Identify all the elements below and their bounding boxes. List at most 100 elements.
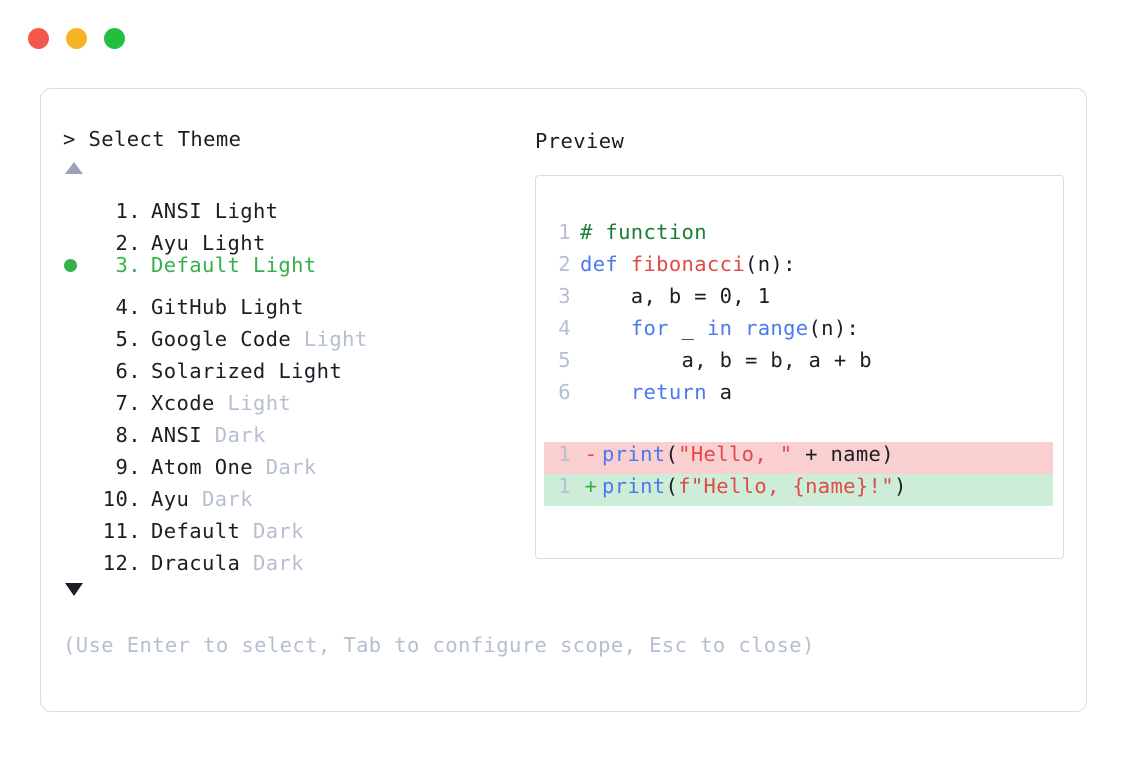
- selected-bullet-icon: [64, 259, 77, 272]
- theme-item-variant: Dark: [252, 518, 304, 543]
- diff-highlight: [544, 442, 1053, 474]
- theme-item-variant: Light: [303, 326, 368, 351]
- theme-item-variant: Dark: [252, 550, 304, 575]
- theme-item-variant: Light: [214, 198, 279, 223]
- theme-item-variant: Light: [252, 253, 317, 277]
- theme-item-spacer: [240, 551, 253, 575]
- theme-list-item[interactable]: 2.Ayu Light: [63, 218, 523, 255]
- theme-item-number: 12.: [102, 550, 141, 575]
- theme-item-spacer: [189, 231, 202, 255]
- code-token: (n):: [745, 252, 796, 276]
- code-token: a, b = b, a + b: [580, 348, 872, 372]
- code-token: def: [580, 252, 631, 276]
- theme-list-item[interactable]: 9. Atom One Dark: [63, 442, 523, 479]
- theme-item-number: 3.: [115, 253, 141, 277]
- theme-item-name: Default: [151, 518, 241, 543]
- code-line-text: return a: [580, 380, 732, 404]
- theme-item-number: 10.: [102, 486, 141, 511]
- code-line-number: 1: [558, 220, 571, 244]
- selection-bullet-cell: [63, 346, 93, 378]
- window-minimize-button[interactable]: [66, 28, 87, 49]
- theme-item-variant: Dark: [201, 486, 253, 511]
- theme-item-name: Solarized: [151, 358, 266, 383]
- window-titlebar: [28, 28, 125, 49]
- theme-item-spacer: [240, 519, 253, 543]
- selection-bullet-cell: [63, 506, 93, 538]
- theme-item-number: 4.: [115, 294, 141, 319]
- window-maximize-button[interactable]: [104, 28, 125, 49]
- code-token: print: [602, 474, 666, 498]
- code-token: print: [602, 442, 666, 466]
- theme-list-item[interactable]: 8.ANSI Dark: [63, 410, 523, 447]
- theme-item-name: ANSI: [151, 198, 202, 223]
- theme-list-item[interactable]: 3.Default Light: [63, 250, 523, 282]
- theme-item-variant: Dark: [265, 454, 317, 479]
- diff-line-number: 1: [558, 474, 571, 498]
- theme-item-spacer: [202, 423, 215, 447]
- diff-line-number: 1: [558, 442, 571, 466]
- selection-bullet-cell: [63, 186, 93, 218]
- selection-bullet-cell: [63, 410, 93, 442]
- theme-list-item[interactable]: 12. Dracula Dark: [63, 538, 523, 575]
- theme-item-name: Ayu: [151, 230, 190, 255]
- triangle-down-icon[interactable]: [65, 583, 83, 596]
- theme-item-name: Google Code: [151, 326, 292, 351]
- code-token: in range: [706, 316, 809, 340]
- theme-item-variant: Light: [278, 358, 343, 383]
- theme-item-number: 6.: [115, 358, 141, 383]
- code-token: (: [665, 442, 679, 466]
- code-token: a: [706, 380, 733, 404]
- theme-item-number: 5.: [115, 326, 141, 351]
- selection-bullet-cell: [63, 282, 93, 314]
- selection-bullet-cell: [63, 378, 93, 410]
- theme-list-item[interactable]: 11.Default Dark: [63, 506, 523, 543]
- theme-list-item[interactable]: 4. GitHub Light: [63, 282, 523, 319]
- theme-item-number: 9.: [115, 454, 141, 479]
- theme-item-variant: Light: [227, 390, 292, 415]
- theme-item-name: ANSI: [151, 422, 202, 447]
- window-close-button[interactable]: [28, 28, 49, 49]
- code-line: 6 return a: [536, 380, 1063, 412]
- selection-bullet-cell: [63, 538, 93, 570]
- diff-line-del: 1-print("Hello, " + name): [536, 442, 1063, 474]
- theme-list-item[interactable]: 10.Ayu Dark: [63, 474, 523, 511]
- diff-marker: -: [584, 442, 598, 466]
- theme-list-item[interactable]: 5. Google Code Light: [63, 314, 523, 351]
- theme-item-number: 8.: [115, 422, 141, 447]
- selection-bullet-cell: [63, 474, 93, 506]
- selection-bullet-cell: [63, 314, 93, 346]
- triangle-up-icon[interactable]: [65, 161, 83, 174]
- code-line: 4 for _ in range(n):: [536, 316, 1063, 348]
- code-token: (: [665, 474, 679, 498]
- diff-highlight: [544, 474, 1053, 506]
- code-token: ): [893, 474, 907, 498]
- theme-list-item[interactable]: 1. ANSI Light: [63, 186, 523, 223]
- theme-list-item[interactable]: 6. Solarized Light: [63, 346, 523, 383]
- theme-item-number: 1.: [115, 198, 141, 223]
- theme-item-number: 7.: [115, 390, 141, 415]
- code-line: 3 a, b = 0, 1: [536, 284, 1063, 316]
- diff-line-add: 1+print(f"Hello, {name}!"): [536, 474, 1063, 506]
- theme-item-variant: Light: [240, 294, 304, 319]
- code-line-number: 2: [558, 252, 571, 276]
- code-token: [580, 316, 631, 340]
- selection-bullet-cell: [63, 218, 93, 250]
- code-line-text: # function: [580, 220, 707, 244]
- code-token: _: [668, 316, 707, 340]
- theme-item-spacer: [215, 391, 228, 415]
- code-line-text: a, b = b, a + b: [580, 348, 872, 372]
- selection-bullet-cell: [63, 442, 93, 474]
- theme-item-name: Atom One: [151, 454, 253, 479]
- theme-item-name: GitHub: [151, 294, 228, 319]
- keyboard-hint: (Use Enter to select, Tab to configure s…: [63, 633, 815, 657]
- code-token: "Hello, ": [678, 442, 793, 466]
- theme-item-name: Dracula: [151, 550, 241, 575]
- theme-list-item[interactable]: 7.Xcode Light: [63, 378, 523, 415]
- theme-item-spacer: [227, 295, 240, 319]
- code-token: for: [630, 316, 669, 340]
- diff-line-text: print(f"Hello, {name}!"): [602, 474, 907, 498]
